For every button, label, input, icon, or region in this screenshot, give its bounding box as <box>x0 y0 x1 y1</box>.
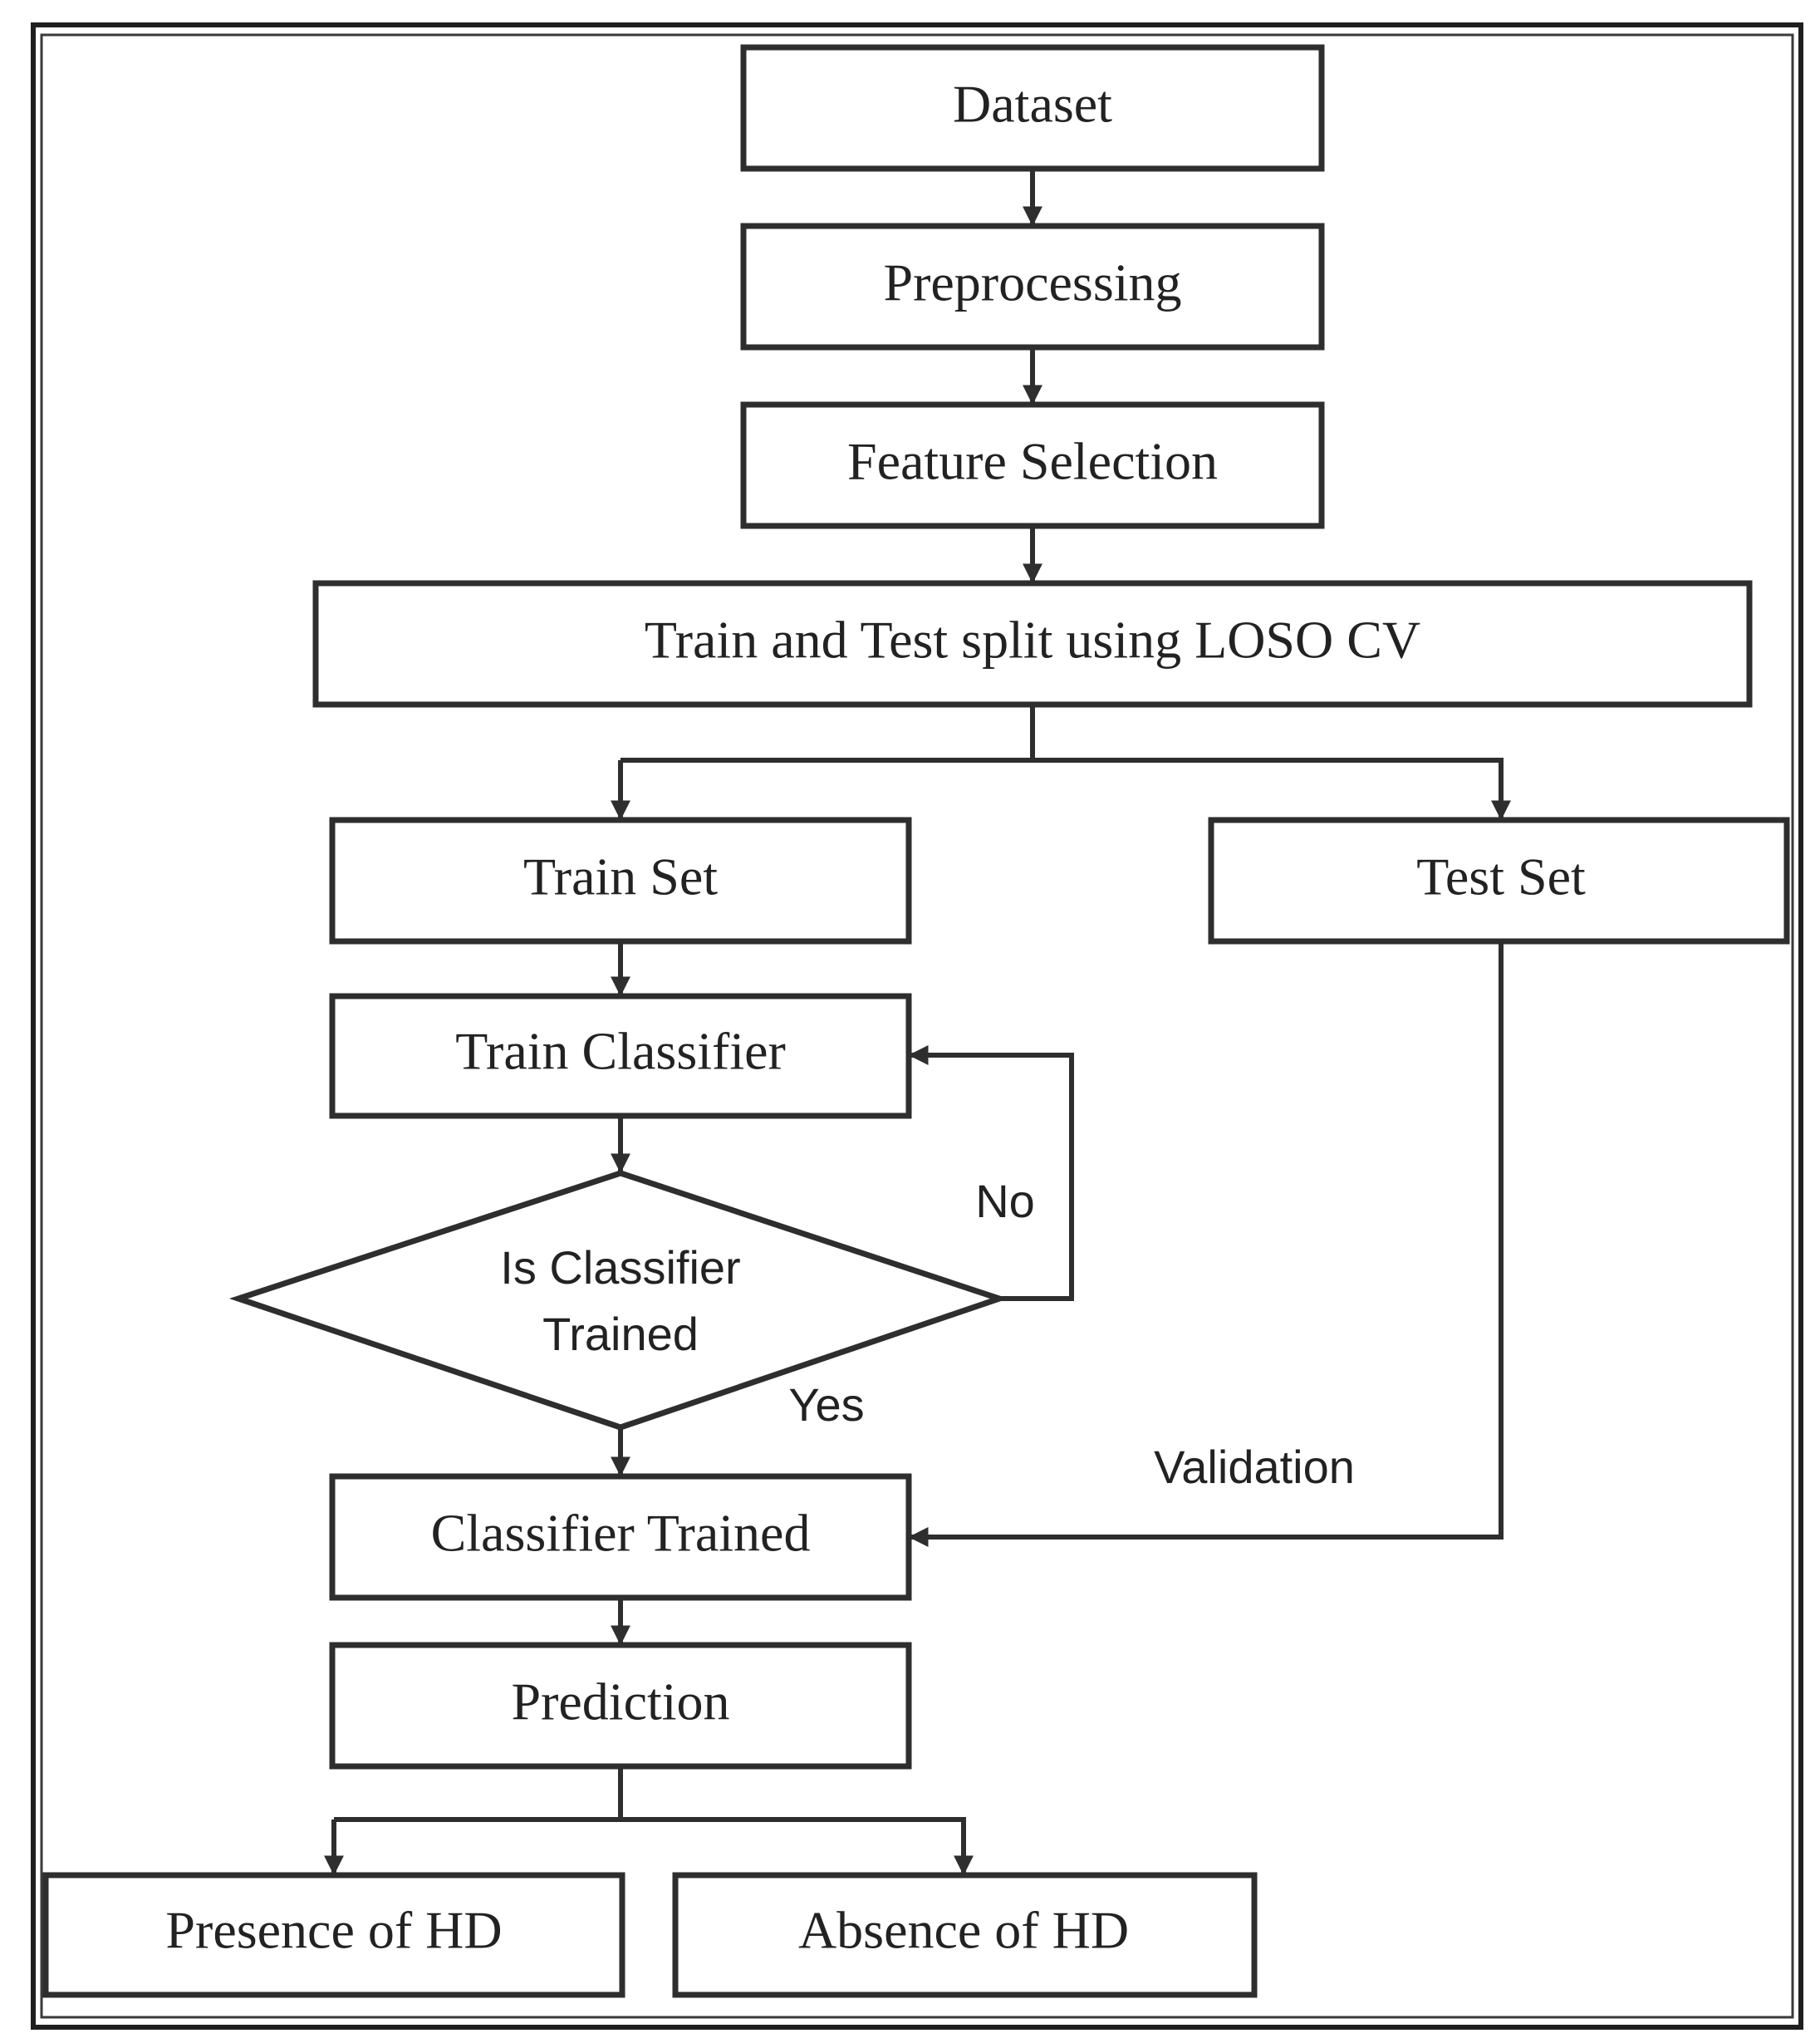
node-classifier-trained: Classifier Trained <box>329 1473 912 1601</box>
node-test-set: Test Set <box>1208 817 1790 945</box>
node-train-classifier: Train Classifier <box>329 993 912 1119</box>
edge-label-yes: Yes <box>788 1378 864 1431</box>
edge-prediction-absence <box>621 1817 974 1876</box>
node-decision: Is Classifier Trained <box>228 1170 1009 1431</box>
node-classifier-trained-label: Classifier Trained <box>431 1504 811 1563</box>
node-decision-label-line2: Trained <box>542 1308 699 1360</box>
edge-label-no: No <box>975 1175 1035 1227</box>
node-decision-label-line1: Is Classifier <box>500 1241 740 1294</box>
node-test-set-label: Test Set <box>1416 847 1586 906</box>
node-absence-box <box>672 1872 1258 1998</box>
node-decision-diamond <box>228 1170 1009 1431</box>
node-train-set-label: Train Set <box>523 847 718 906</box>
edge-prediction-trunk <box>334 1766 623 1822</box>
edge-decision-no-loop <box>908 1045 1074 1301</box>
node-presence-box <box>42 1872 625 1998</box>
node-dataset-label: Dataset <box>953 75 1112 134</box>
node-split: Train and Test split using LOSO CV <box>312 580 1753 708</box>
node-feature-selection-box <box>740 401 1325 529</box>
node-absence-label: Absence of HD <box>798 1901 1129 1960</box>
node-absence: Absence of HD <box>672 1872 1258 1998</box>
node-train-set-box <box>329 817 912 945</box>
node-train-classifier-box <box>329 993 912 1119</box>
edge-test-set-validation <box>908 941 1504 1547</box>
node-prediction-label: Prediction <box>511 1672 729 1731</box>
node-presence: Presence of HD <box>42 1872 625 1998</box>
node-preprocessing: Preprocessing <box>740 223 1325 351</box>
node-preprocessing-box <box>740 223 1325 351</box>
node-prediction-box <box>329 1642 912 1770</box>
edge-label-validation: Validation <box>1154 1441 1355 1493</box>
node-classifier-trained-box <box>329 1473 912 1601</box>
node-train-set: Train Set <box>329 817 912 945</box>
outer-frame <box>31 22 1803 2030</box>
edges <box>324 169 1511 1876</box>
node-feature-selection-label: Feature Selection <box>847 432 1218 491</box>
node-preprocessing-label: Preprocessing <box>883 253 1181 312</box>
node-dataset-box <box>740 44 1325 172</box>
node-train-classifier-label: Train Classifier <box>455 1022 786 1081</box>
edge-split-test-set <box>1033 758 1511 821</box>
node-split-box <box>312 580 1753 708</box>
inner-frame <box>40 33 1794 2019</box>
node-presence-label: Presence of HD <box>165 1901 502 1960</box>
node-test-set-box <box>1208 817 1790 945</box>
node-feature-selection: Feature Selection <box>740 401 1325 529</box>
node-prediction: Prediction <box>329 1642 912 1770</box>
node-split-label: Train and Test split using LOSO CV <box>645 611 1420 670</box>
node-dataset: Dataset <box>740 44 1325 172</box>
edge-split-trunk <box>621 705 1035 763</box>
